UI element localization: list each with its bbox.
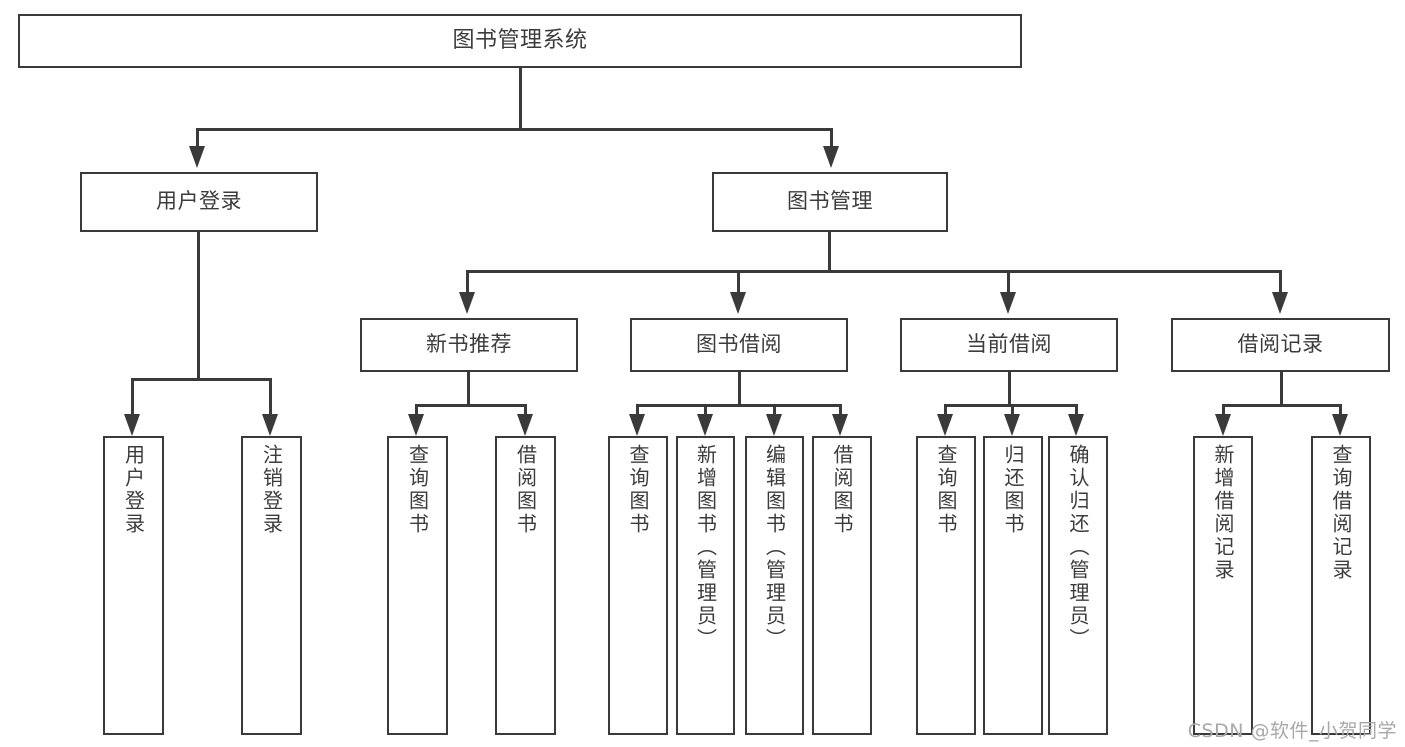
node-new-book-recommend[interactable]: 新书推荐: [360, 318, 578, 372]
node-leaf-user-login[interactable]: 用户登录: [103, 436, 164, 735]
node-book-manage-label: 图书管理: [787, 189, 873, 214]
connector-borrow-record-bus: [1222, 404, 1342, 407]
node-new-book-recommend-label: 新书推荐: [426, 332, 512, 357]
connector-drop-leaf-user-login: [131, 378, 134, 414]
connector-borrow-record-stem: [1280, 372, 1283, 406]
arrowhead-leaf-query-borrow-record: [1332, 414, 1348, 436]
connector-drop-borrow-record: [1279, 270, 1282, 292]
connector-drop-leaf-return-book: [1011, 404, 1014, 414]
connector-book-manage-stem: [828, 232, 831, 272]
node-leaf-query-book-3[interactable]: 查询图书: [916, 436, 976, 735]
arrowhead-leaf-add-book-admin: [697, 414, 713, 436]
node-leaf-logout-login[interactable]: 注销登录: [241, 436, 302, 735]
node-leaf-edit-book-admin-label: 编辑图书（管理员）: [762, 444, 787, 651]
node-current-borrow-label: 当前借阅: [966, 332, 1052, 357]
connector-user-login-stem: [197, 232, 200, 380]
connector-user-login-bus: [131, 378, 272, 381]
node-leaf-add-borrow-record-label: 新增借阅记录: [1211, 444, 1235, 582]
node-book-borrow[interactable]: 图书借阅: [630, 318, 848, 372]
node-leaf-query-book-2-label: 查询图书: [626, 444, 650, 536]
arrowhead-leaf-logout-login: [262, 414, 278, 436]
connector-drop-leaf-confirm-return: [1075, 404, 1078, 414]
arrowhead-book-manage: [823, 146, 839, 168]
connector-drop-leaf-query-book-2: [636, 404, 639, 414]
node-leaf-edit-book-admin[interactable]: 编辑图书（管理员）: [745, 436, 804, 735]
node-leaf-query-book-2[interactable]: 查询图书: [608, 436, 668, 735]
connector-new-book-recommend-bus: [415, 404, 527, 407]
arrowhead-leaf-user-login: [124, 414, 140, 436]
connector-book-borrow-stem: [738, 372, 741, 406]
node-root-label: 图书管理系统: [452, 27, 588, 53]
node-leaf-borrow-book-2-label: 借阅图书: [830, 444, 854, 536]
connector-drop-leaf-borrow-book-1: [524, 404, 527, 414]
node-book-manage[interactable]: 图书管理: [712, 172, 948, 232]
connector-drop-leaf-logout-login: [269, 378, 272, 414]
arrowhead-borrow-record: [1272, 292, 1288, 314]
node-leaf-return-book-label: 归还图书: [1001, 444, 1025, 536]
node-leaf-add-book-admin-label: 新增图书（管理员）: [693, 444, 718, 651]
connector-root-stem: [519, 68, 522, 130]
arrowhead-leaf-confirm-return: [1068, 414, 1084, 436]
node-leaf-borrow-book-2[interactable]: 借阅图书: [812, 436, 872, 735]
connector-new-book-recommend-stem: [467, 372, 470, 406]
node-leaf-query-borrow-record[interactable]: 查询借阅记录: [1311, 436, 1371, 735]
arrowhead-leaf-borrow-book-2: [832, 414, 848, 436]
arrowhead-new-book-recommend: [459, 292, 475, 314]
connector-drop-leaf-borrow-book-2: [839, 404, 842, 414]
arrowhead-leaf-edit-book-admin: [766, 414, 782, 436]
arrowhead-leaf-query-book-1: [408, 414, 424, 436]
node-leaf-query-borrow-record-label: 查询借阅记录: [1329, 444, 1353, 582]
arrowhead-current-borrow: [1000, 292, 1016, 314]
node-leaf-query-book-1[interactable]: 查询图书: [387, 436, 448, 735]
connector-level2-bus: [196, 128, 833, 131]
node-leaf-borrow-book-1[interactable]: 借阅图书: [495, 436, 556, 735]
connector-drop-current-borrow: [1007, 270, 1010, 292]
arrowhead-leaf-return-book: [1004, 414, 1020, 436]
connector-drop-leaf-edit-book-admin: [773, 404, 776, 414]
arrowhead-leaf-query-book-2: [629, 414, 645, 436]
connector-drop-new-book-recommend: [466, 270, 469, 292]
arrowhead-leaf-query-book-3: [937, 414, 953, 436]
node-leaf-logout-login-label: 注销登录: [259, 444, 284, 536]
node-leaf-add-book-admin[interactable]: 新增图书（管理员）: [676, 436, 735, 735]
connector-current-borrow-stem: [1008, 372, 1011, 406]
node-leaf-user-login-label: 用户登录: [121, 444, 146, 536]
connector-drop-leaf-add-book-admin: [704, 404, 707, 414]
node-leaf-return-book[interactable]: 归还图书: [983, 436, 1043, 735]
connector-drop-book-borrow: [737, 270, 740, 292]
connector-drop-leaf-query-borrow-record: [1339, 404, 1342, 414]
arrowhead-book-borrow: [730, 292, 746, 314]
connector-drop-leaf-add-borrow-record: [1222, 404, 1225, 414]
connector-level2-drop-user-login: [196, 128, 199, 146]
node-leaf-borrow-book-1-label: 借阅图书: [513, 444, 538, 536]
connector-level3-bus: [466, 270, 1282, 273]
node-leaf-query-book-3-label: 查询图书: [934, 444, 958, 536]
node-user-login-label: 用户登录: [156, 189, 242, 214]
node-leaf-confirm-return-label: 确认归还（管理员）: [1066, 444, 1090, 651]
arrowhead-user-login: [189, 146, 205, 168]
node-borrow-record[interactable]: 借阅记录: [1171, 318, 1390, 372]
arrowhead-leaf-borrow-book-1: [517, 414, 533, 436]
node-root[interactable]: 图书管理系统: [18, 14, 1022, 68]
node-book-borrow-label: 图书借阅: [696, 332, 782, 357]
connector-book-borrow-bus: [636, 404, 842, 407]
connector-level2-drop-book-manage: [830, 128, 833, 146]
node-leaf-confirm-return[interactable]: 确认归还（管理员）: [1048, 436, 1108, 735]
arrowhead-leaf-add-borrow-record: [1215, 414, 1231, 436]
connector-drop-leaf-query-book-3: [944, 404, 947, 414]
node-leaf-add-borrow-record[interactable]: 新增借阅记录: [1193, 436, 1253, 735]
node-borrow-record-label: 借阅记录: [1237, 332, 1324, 357]
node-user-login[interactable]: 用户登录: [80, 172, 318, 232]
connector-drop-leaf-query-book-1: [415, 404, 418, 414]
node-leaf-query-book-1-label: 查询图书: [405, 444, 430, 536]
node-current-borrow[interactable]: 当前借阅: [900, 318, 1118, 372]
